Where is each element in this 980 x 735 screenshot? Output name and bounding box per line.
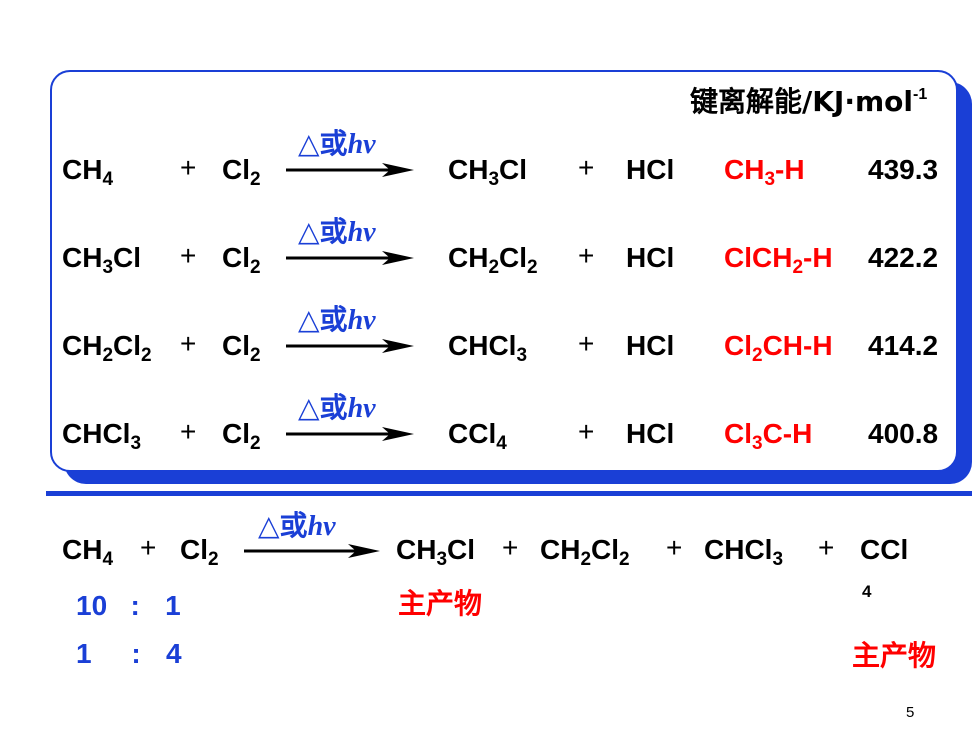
reaction-arrow-icon [286,339,414,353]
hcl-product: HCl [626,330,675,361]
overall-reactant: CH4 [62,534,114,570]
plus-sign: + [180,240,197,271]
overall-plus-2: + [502,532,519,563]
main-product-label-2: 主产物 [852,639,937,672]
chlorine-reactant: Cl2 [222,242,261,278]
reaction-condition: △或hv [298,391,376,425]
bond-label: Cl2CH-H [724,330,833,366]
reactant: CHCl3 [62,418,142,454]
bond-energy-panel [50,70,958,472]
plus-sign: + [578,416,595,447]
reaction-condition: △或hv [298,303,376,337]
main-product-label-1: 主产物 [398,587,483,620]
overall-product-ch3cl: CH3Cl [396,534,476,570]
product: CH3Cl [448,154,528,190]
overall-plus-4: + [818,532,835,563]
reaction-condition: △或hv [298,215,376,249]
hcl-product: HCl [626,154,675,185]
reaction-arrow-icon [286,163,414,177]
bond-label: CH3-H [724,154,805,190]
bond-energy-value: 422.2 [868,242,939,273]
bond-energy-header: 键离解能/KJ·mol-1 [690,85,928,118]
bond-label: Cl3C-H [724,418,813,454]
overall-product-ccl4: CCl [860,534,909,565]
overall-plus-3: + [666,532,683,563]
page-number: 5 [906,704,915,721]
section-divider [46,491,972,496]
reaction-condition: △或hv [298,127,376,161]
plus-sign: + [180,328,197,359]
hcl-product: HCl [626,242,675,273]
product: CHCl3 [448,330,528,366]
chlorine-reactant: Cl2 [222,154,261,190]
chlorine-reactant: Cl2 [222,330,261,366]
bond-energy-value: 439.3 [868,154,939,185]
chlorine-reactant: Cl2 [222,418,261,454]
reactant: CH3Cl [62,242,142,278]
ratio-row-1: 10:1 [76,590,181,621]
overall-product-chcl3: CHCl3 [704,534,784,570]
product: CCl4 [448,418,507,454]
overall-arrow-icon [244,544,380,558]
plus-sign: + [578,240,595,271]
reactant: CH2Cl2 [62,330,152,366]
overall-ccl4-subscript: 4 [862,582,872,601]
bond-energy-value: 414.2 [868,330,939,361]
bond-label: ClCH2-H [724,242,833,278]
reaction-arrow-icon [286,427,414,441]
ratio-row-2: 1:4 [76,638,182,669]
product: CH2Cl2 [448,242,538,278]
bond-energy-value: 400.8 [868,418,939,449]
hcl-product: HCl [626,418,675,449]
overall-condition: △或hv [258,509,336,543]
reactant: CH4 [62,154,114,190]
overall-product-ch2cl2: CH2Cl2 [540,534,630,570]
reaction-arrow-icon [286,251,414,265]
overall-plus-1: + [140,532,157,563]
plus-sign: + [578,152,595,183]
overall-cl2: Cl2 [180,534,219,570]
plus-sign: + [180,416,197,447]
plus-sign: + [578,328,595,359]
plus-sign: + [180,152,197,183]
